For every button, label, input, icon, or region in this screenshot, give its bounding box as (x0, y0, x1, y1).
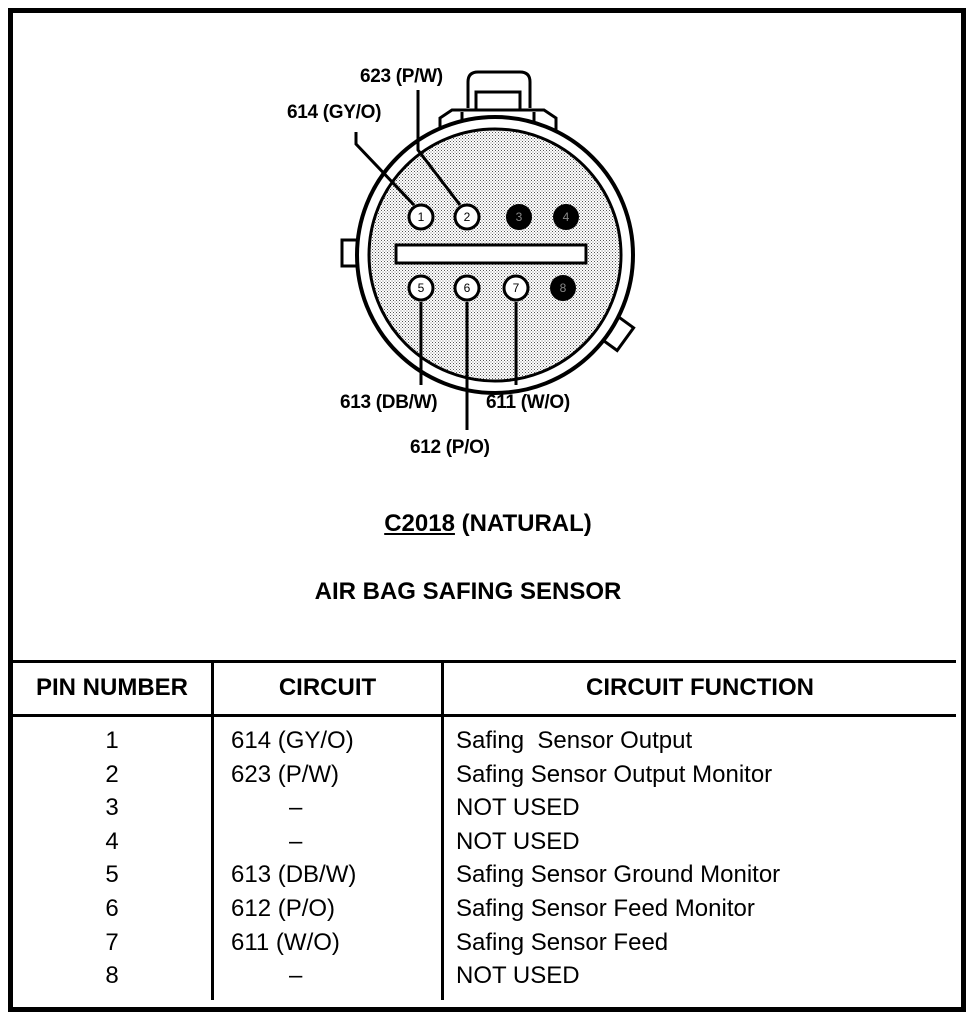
table-cell-circuit: 613 (DB/W) (231, 861, 357, 889)
pin-2-label: 2 (464, 210, 471, 224)
table-cell-circuit: – (289, 794, 303, 822)
pin-3: 3 (506, 204, 532, 230)
connector-code: C2018 (384, 510, 455, 537)
table-cell-pin: 4 (105, 827, 119, 855)
table-cell-circuit: 612 (P/O) (231, 894, 336, 922)
pin-7: 7 (502, 274, 530, 302)
header-circuit-function: CIRCUIT FUNCTION (586, 674, 814, 701)
connector-color: (NATURAL) (461, 510, 592, 537)
table-cell-function: Safing Sensor Feed Monitor (456, 894, 755, 922)
pin-5-label: 5 (418, 281, 425, 295)
table-cell-pin: 6 (105, 894, 119, 922)
table-cell-circuit: – (289, 962, 303, 990)
table-cell-function: Safing Sensor Feed (456, 928, 669, 956)
table-cell-function: NOT USED (456, 827, 580, 855)
pin-2: 2 (453, 203, 481, 231)
table-cell-function: Safing Sensor Output (456, 727, 693, 754)
pin-4-label: 4 (563, 210, 570, 224)
connector-identifier: C2018 (NATURAL) (0, 510, 976, 538)
pin-1: 1 (407, 203, 435, 231)
table-column-divider-1 (211, 660, 214, 1000)
table-cell-pin: 8 (105, 962, 119, 990)
column-functions: Safing Sensor Output Safing Sensor Outpu… (456, 724, 956, 993)
table-cell-pin: 2 (105, 760, 119, 788)
table-cell-function: Safing Sensor Output Monitor (456, 760, 773, 788)
callout-pin2: 623 (P/W) (360, 66, 443, 87)
connector-drawing: 1 2 3 4 5 6 7 (340, 70, 636, 430)
table-cell-circuit: – (289, 827, 303, 855)
header-circuit: CIRCUIT (278, 674, 377, 701)
table-cell-circuit: 623 (P/W) (231, 760, 340, 788)
table-cell-function: NOT USED (456, 794, 580, 822)
table-column-divider-2 (441, 660, 444, 1000)
callout-pin6: 612 (P/O) (410, 437, 490, 458)
leader-line-pin1 (354, 132, 416, 207)
table-header-rule (13, 714, 956, 717)
pin-1-label: 1 (418, 210, 425, 224)
pin-3-label: 3 (516, 210, 523, 224)
callout-pin5: 613 (DB/W) (340, 392, 438, 413)
leader-line-pin2 (416, 90, 462, 206)
table-cell-function: NOT USED (456, 962, 580, 990)
pin-8-label: 8 (560, 281, 567, 295)
pin-4: 4 (553, 204, 579, 230)
table-cell-circuit: 614 (GY/O) (231, 727, 354, 754)
pin-7-label: 7 (513, 281, 520, 295)
pin-table: PIN NUMBER CIRCUIT CIRCUIT FUNCTION 1 2 … (13, 660, 956, 1000)
table-cell-pin: 7 (105, 928, 119, 956)
table-cell-function: Safing Sensor Ground Monitor (456, 861, 781, 889)
connector-diagram: 1 2 3 4 5 6 7 (0, 66, 976, 605)
callout-pin1: 614 (GY/O) (287, 102, 382, 123)
table-cell-pin: 3 (105, 794, 119, 822)
column-circuits: 614 (GY/O) 623 (P/W) – – 613 (DB/W) 612 … (231, 724, 457, 993)
column-pin-numbers: 1 2 3 4 5 6 7 8 (13, 724, 211, 993)
leader-lines (354, 90, 518, 430)
table-top-rule (13, 660, 956, 663)
header-pin-number: PIN NUMBER (35, 674, 188, 701)
pin-5: 5 (407, 274, 435, 302)
pin-6: 6 (453, 274, 481, 302)
component-name: AIR BAG SAFING SENSOR (314, 578, 622, 605)
table-cell-pin: 5 (105, 861, 119, 889)
table-cell-circuit: 611 (W/O) (231, 928, 340, 956)
table-cell-pin: 1 (105, 727, 119, 754)
diagram-frame (8, 8, 966, 1012)
keying-bar (394, 243, 588, 265)
pin-8: 8 (550, 275, 576, 301)
pin-6-label: 6 (464, 281, 471, 295)
callout-pin7: 611 (W/O) (486, 392, 570, 413)
